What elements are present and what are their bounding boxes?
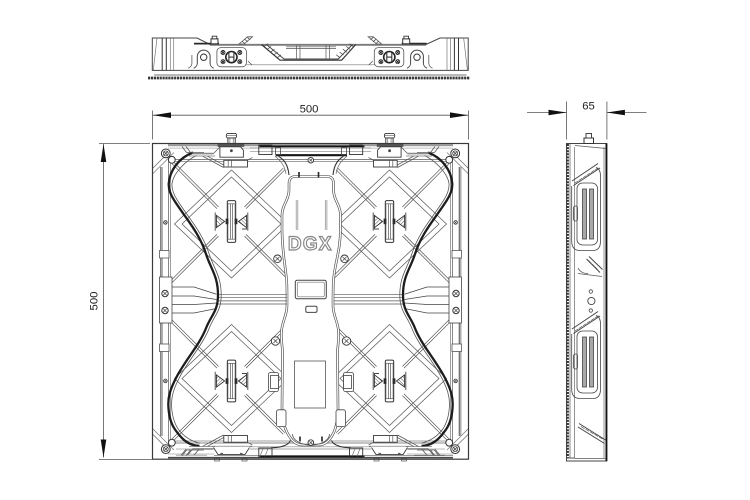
svg-text:500: 500 xyxy=(89,292,101,311)
svg-text:65: 65 xyxy=(582,100,595,112)
svg-text:500: 500 xyxy=(300,103,319,115)
svg-text:DGX: DGX xyxy=(288,234,333,255)
